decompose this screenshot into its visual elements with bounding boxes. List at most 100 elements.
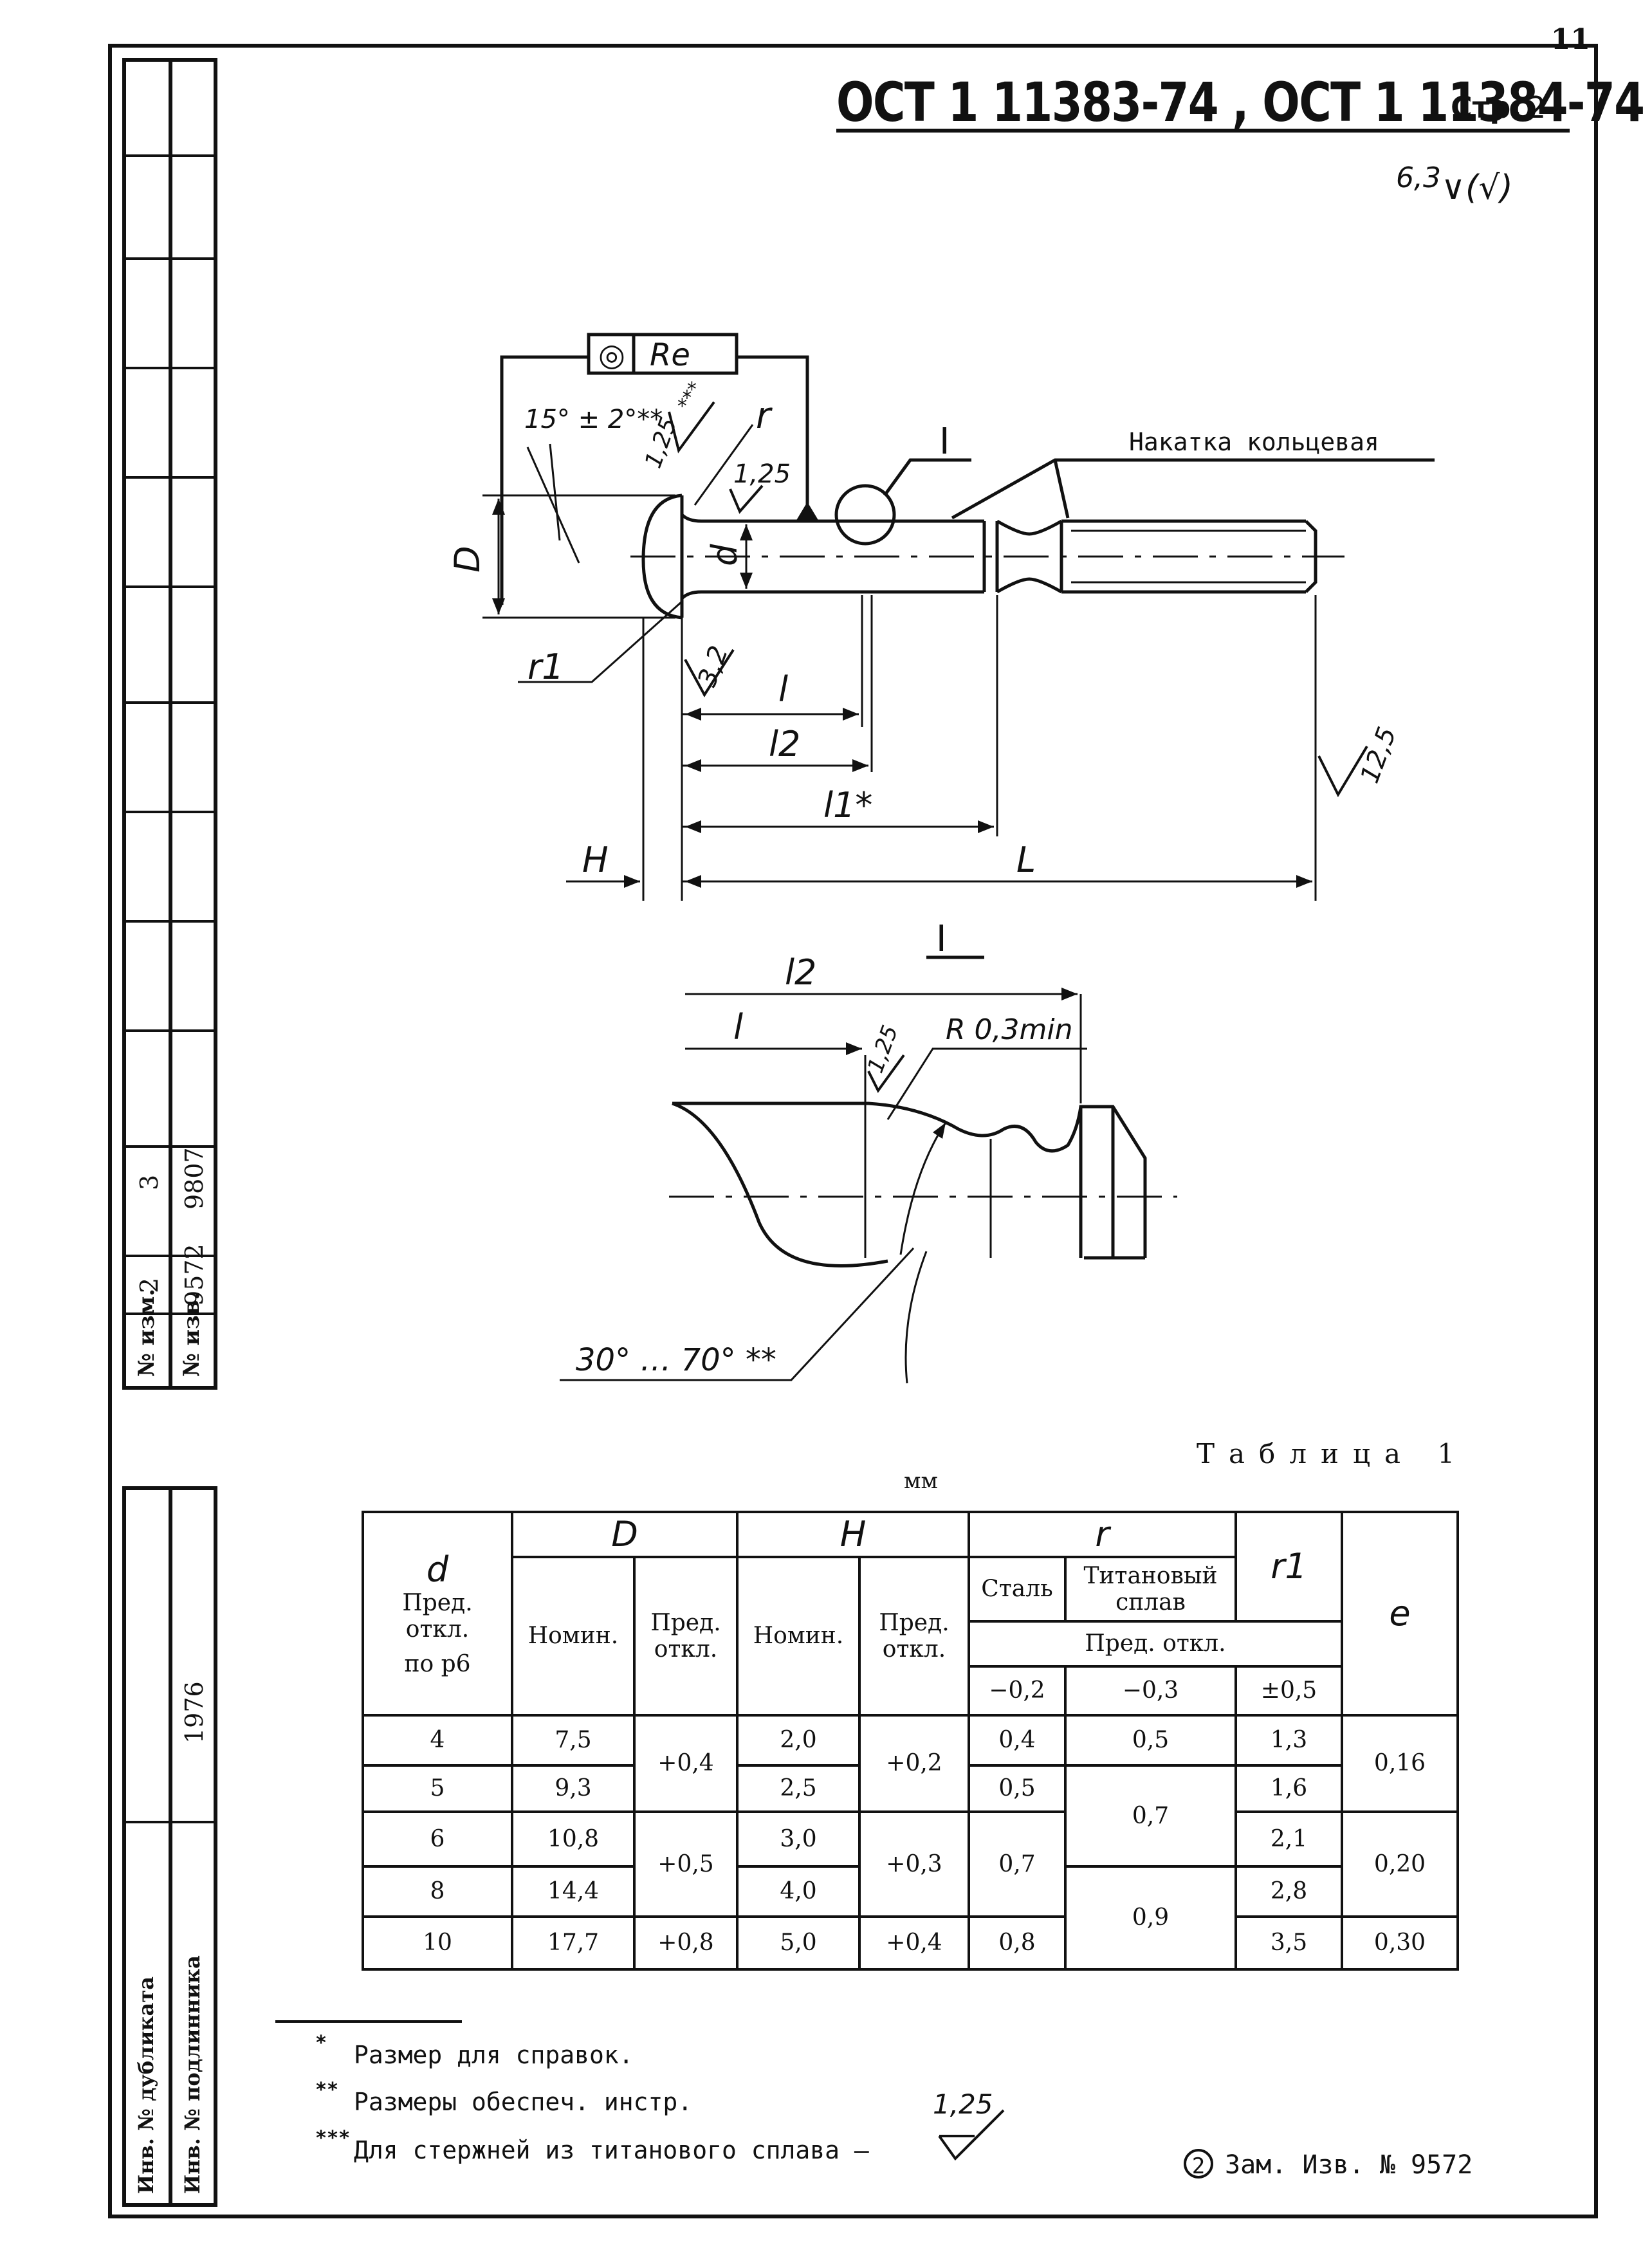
page-frame [108,44,1598,2218]
cell-H: 2,0 [736,1714,861,1767]
cell-r1: 2,8 [1234,1865,1343,1918]
concentricity-icon: ◎ [598,337,625,373]
header-steel: Сталь [968,1556,1067,1623]
dimensions-table: d Пред. откл. по р6 D H r r1 e Номин. Пр… [362,1511,1459,1971]
label-l1: l1* [823,785,872,825]
note-2-text: Размеры обеспеч. инстр. [354,2088,693,2116]
tolerance-frame [587,333,739,375]
detail-label-l: l [733,1007,743,1047]
cell-r1: 2,1 [1234,1810,1343,1868]
detail-roughness: 1,25 [863,1022,903,1076]
head-angle: 15° ± 2°** [524,405,663,434]
general-roughness: 6,3∨(√) [1396,161,1513,207]
cell-e: 0,20 [1341,1810,1459,1918]
cell-r-ti: 0,9 [1064,1865,1237,1971]
header-e: e [1341,1511,1459,1717]
cell-H-dev: +0,2 [858,1714,970,1813]
cell-r-steel: 0,5 [968,1764,1067,1813]
header-titanium: Титановый сплав [1064,1556,1237,1623]
table-caption: Таблица 1 [1197,1438,1469,1469]
tolerance-base: Re [650,337,690,373]
rivet-head [641,493,683,620]
table-row: 5 9,3 2,5 0,5 0,7 1,6 [362,1764,1458,1868]
detail-I-view [560,955,1177,1384]
detail-label-l2: l2 [785,952,816,993]
cell-d: 5 [362,1764,513,1813]
header-d-dev1: Пред. [402,1589,473,1616]
roughness-value: 6,3 [1396,161,1441,194]
label-detail-I: I [939,421,950,463]
cell-r1: 3,5 [1234,1915,1343,1971]
dev-r1: ±0,5 [1234,1665,1343,1717]
note-3-mark: *** [315,2127,351,2150]
cell-d: 8 [362,1865,513,1918]
cell-r-steel: 0,7 [968,1810,1067,1918]
cell-D: 9,3 [511,1764,636,1813]
cell-D-dev: +0,5 [633,1810,739,1918]
cell-H: 5,0 [736,1915,861,1971]
cell-r-ti: 0,5 [1064,1714,1237,1767]
roughness-rest: (√) [1465,169,1513,207]
label-D: D [447,546,488,573]
cell-H: 3,0 [736,1810,861,1868]
cell-r-steel: 0,4 [968,1714,1067,1767]
notes-roughness: 1,25 [933,2088,993,2120]
header-d-cell: d Пред. откл. по р6 [362,1511,513,1717]
duplicate-inv-label: Инв. № дубликата [134,1976,158,2194]
notes-roughness-icon: 1,25 [933,2088,1005,2161]
cell-e: 0,16 [1341,1714,1459,1813]
cell-D: 7,5 [511,1714,636,1767]
original-inv-label: Инв. № подлинника [180,1955,205,2194]
note-2: ** Размеры обеспеч. инстр. [315,2079,693,2116]
header-D-nom: Номин. [511,1556,636,1717]
label-r1: r1 [528,647,564,687]
header-H-dev: Пред. откл. [858,1556,970,1717]
cell-D: 17,7 [511,1915,636,1971]
detail-angle: 30° … 70° ** [576,1342,776,1378]
cell-H-dev: +0,3 [858,1810,970,1918]
knurl-label: Накатка кольцевая [1129,428,1379,456]
change-number: 2 [1184,2149,1213,2179]
year: 1976 [180,1681,208,1744]
document-title: ОСТ 1 11383-74 , ОСТ 1 11384-74 [836,71,1645,134]
header-r: r [968,1511,1237,1558]
underhead-roughness: 3,2 [692,642,734,691]
note-3: ***Для стержней из титанового сплава – [315,2127,869,2164]
cell-D-dev: +0,8 [633,1915,739,1971]
table-row: 6 10,8 +0,5 3,0 +0,3 0,7 2,1 0,20 [362,1810,1459,1918]
note-2-mark: ** [315,2079,339,2101]
cell-H: 2,5 [736,1764,861,1813]
cell-H-dev: +0,4 [858,1915,970,1971]
header-H-nom: Номин. [736,1556,861,1717]
header-r-dev: Пред. откл. [968,1620,1343,1668]
dev-titanium: −0,3 [1064,1665,1237,1717]
page-number: 11 [1550,23,1590,56]
cell-r-steel: 0,8 [968,1915,1067,1971]
cell-H: 4,0 [736,1865,861,1918]
header-D-dev: Пред. откл. [633,1556,739,1717]
cell-d: 10 [362,1915,513,1971]
notes-rule [275,2020,462,2023]
header-d: d [426,1549,449,1590]
note-1-text: Размер для справок. [354,2041,634,2069]
header-rule [836,129,1570,133]
change-text: Зам. Изв. № 9572 [1225,2150,1473,2180]
table-row: 8 14,4 4,0 0,9 2,8 [362,1865,1458,1971]
table-unit: мм [904,1468,938,1494]
page-label: Стр. [1451,90,1522,125]
cell-e: 0,30 [1341,1915,1459,1971]
label-L: L [1016,840,1036,880]
rivet-drawing: ◎ Re 15° ± 2°** 1,25 *** r 1,25 I Накатк… [447,333,1435,1384]
roughness-check-icon: ∨ [1440,169,1466,207]
detail-radius: R 0,3min [946,1013,1073,1046]
note-1: * Размер для справок. [315,2032,634,2069]
change-note: 2 Зам. Изв. № 9572 [1184,2149,1473,2180]
cell-r1: 1,6 [1234,1764,1343,1813]
cell-r1: 1,3 [1234,1714,1343,1767]
cell-D-dev: +0,4 [633,1714,739,1813]
label-r: r [756,395,773,437]
cell-r-ti: 0,7 [1064,1764,1237,1868]
note-1-mark: * [315,2032,327,2054]
cell-d: 6 [362,1810,513,1868]
header-H: H [736,1511,970,1558]
